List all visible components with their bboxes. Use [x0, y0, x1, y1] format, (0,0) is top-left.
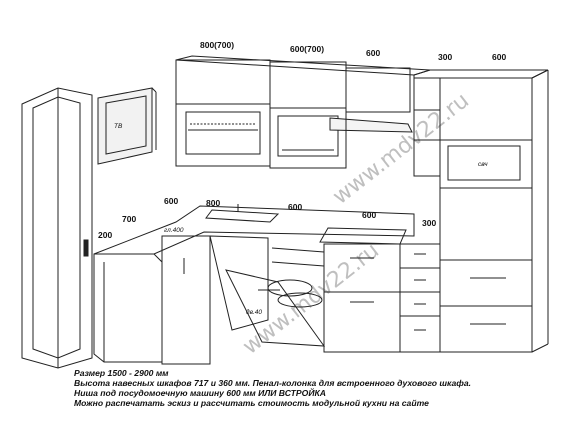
dim-counter-4: 600 — [362, 210, 376, 220]
hob-label: гл.400 — [164, 227, 184, 234]
dim-upper-3: 600 — [366, 48, 380, 58]
corner-base-cabinets: гл.400 — [93, 227, 211, 365]
dishwasher: дв.40 — [209, 235, 326, 347]
dim-corner-200: 200 — [98, 230, 112, 240]
dim-counter-5: 300 — [422, 218, 436, 228]
entry-door — [21, 87, 93, 369]
watermark-upper: www.mdv22.ru — [328, 88, 474, 209]
tall-column: свч — [413, 69, 549, 353]
dim-counter-1: 600 — [164, 196, 178, 206]
right-base-cabinets — [323, 243, 441, 353]
dim-corner-700: 700 — [122, 214, 136, 224]
watermark-lower: www.mdv22.ru — [238, 238, 384, 359]
dim-upper-1: 800(700) — [200, 40, 234, 50]
note-cabinet-height: Высота навесных шкафов 717 и 360 мм. Пен… — [74, 378, 472, 388]
dishwasher-label: дв.40 — [246, 308, 262, 316]
microwave-label: свч — [478, 161, 488, 168]
note-size: Размер 1500 - 2900 мм — [74, 368, 169, 378]
tv-panel: ТВ — [97, 87, 157, 165]
dim-counter-3: 600 — [288, 202, 302, 212]
dim-upper-5: 600 — [492, 52, 506, 62]
upper-cabinets — [175, 55, 431, 169]
dim-upper-4: 300 — [438, 52, 452, 62]
note-print: Можно распечатать эскиз и рассчитать сто… — [74, 398, 429, 408]
dim-upper-2: 600(700) — [290, 44, 324, 54]
dim-counter-2: 800 — [206, 198, 220, 208]
tv-label: ТВ — [114, 123, 123, 130]
note-dishwasher: Ниша под посудомоечную машину 600 мм ИЛИ… — [74, 388, 327, 398]
